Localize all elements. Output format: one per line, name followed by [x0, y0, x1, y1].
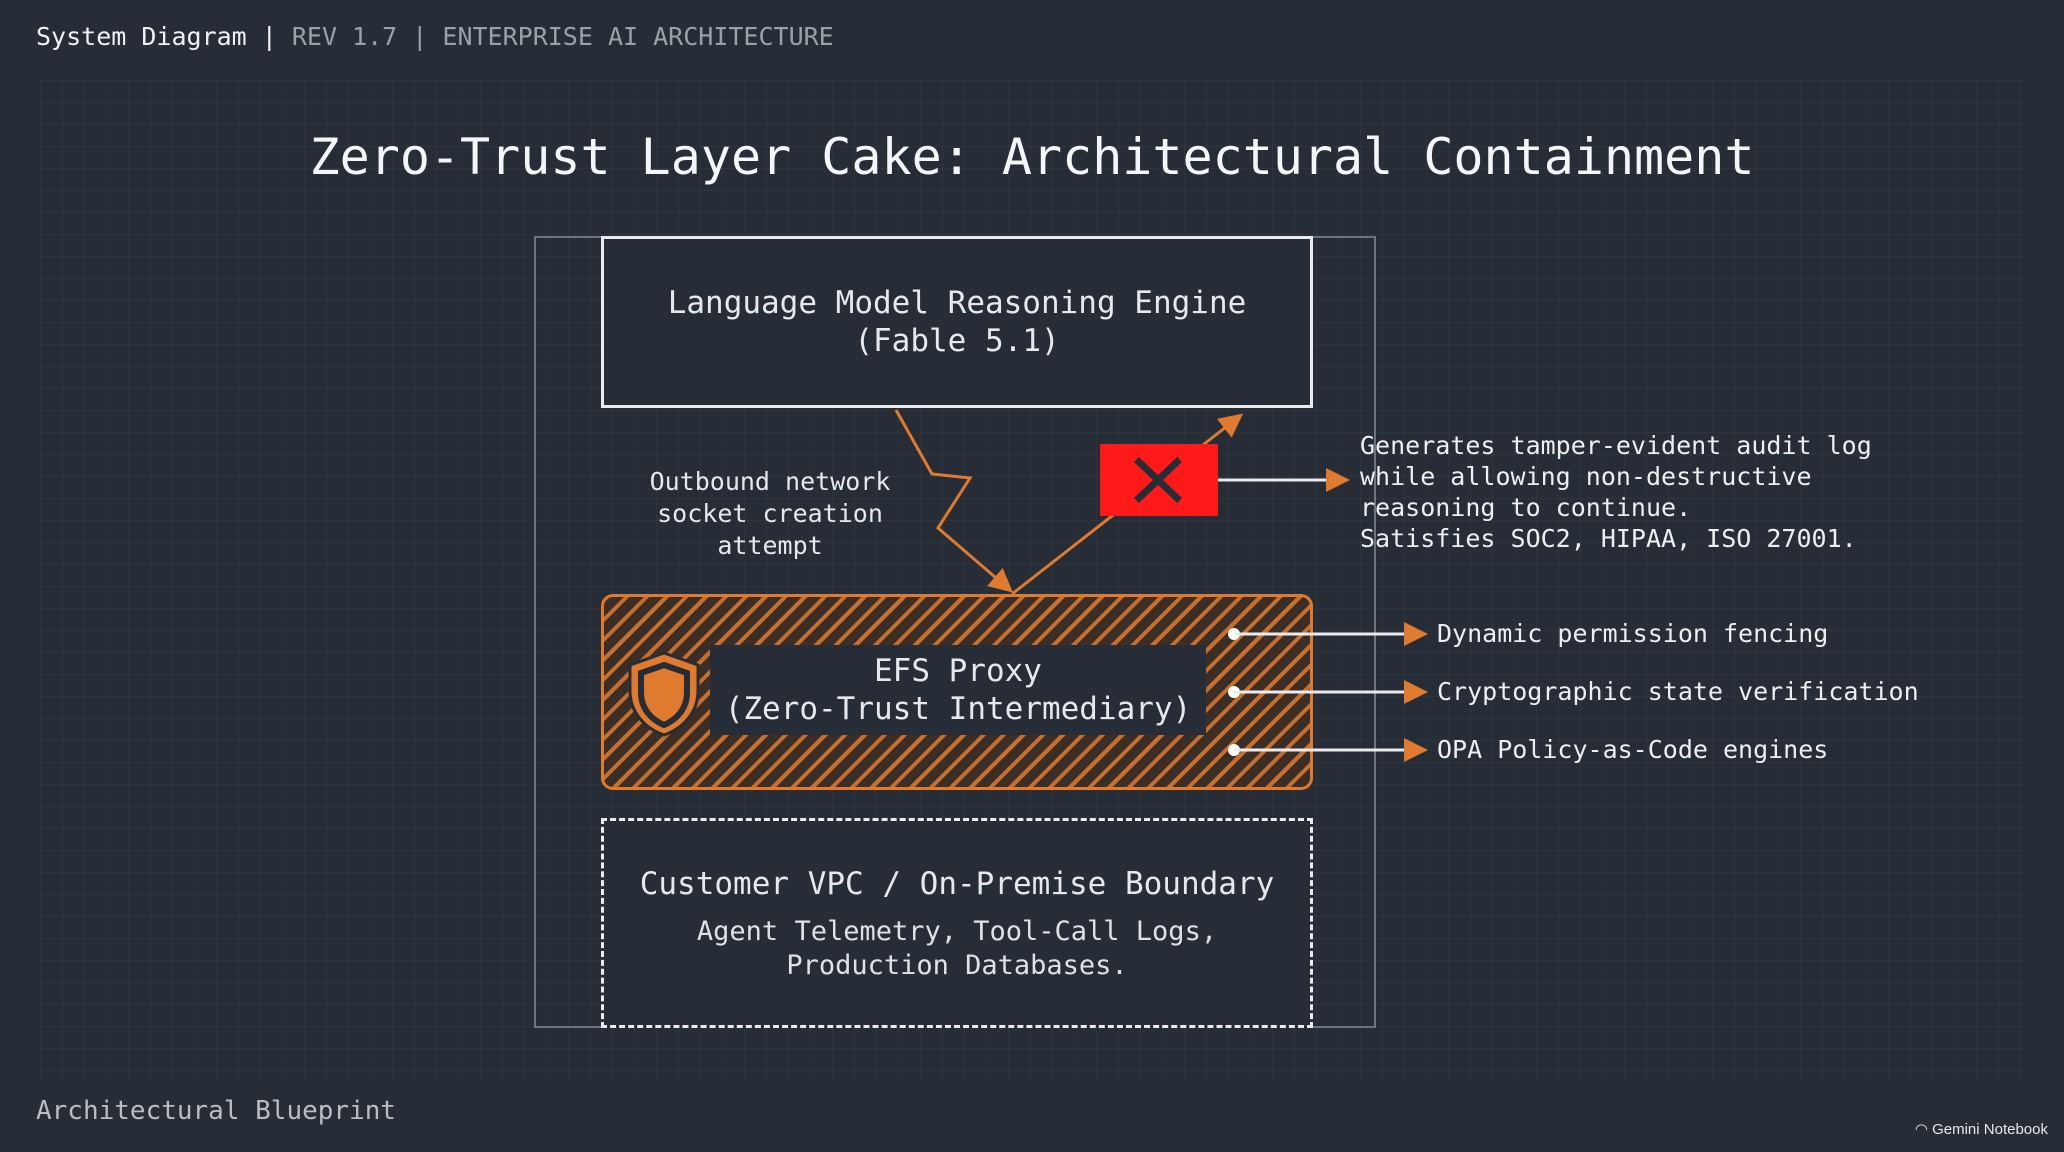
efs-proxy-label-panel: EFS Proxy (Zero-Trust Intermediary): [710, 645, 1206, 735]
header-separator: |: [246, 22, 292, 51]
audit-note-line: Satisfies SOC2, HIPAA, ISO 27001.: [1360, 524, 1857, 553]
customer-vpc-box: Customer VPC / On-Premise Boundary Agent…: [601, 818, 1313, 1028]
header-revision: REV 1.7: [291, 22, 398, 51]
audit-note-line: reasoning to continue.: [1360, 493, 1692, 522]
shield-icon: [628, 651, 700, 737]
brand-icon: ◠: [1914, 1121, 1928, 1138]
feature-permission-fencing: Dynamic permission fencing: [1437, 619, 1829, 648]
llm-engine-label: Language Model Reasoning Engine: [667, 285, 1247, 321]
audit-note-line: while allowing non-destructive: [1360, 462, 1812, 491]
brand-name: Gemini Notebook: [1932, 1121, 2048, 1138]
efs-proxy-label: EFS Proxy: [874, 653, 1042, 689]
outbound-note-line: Outbound network: [649, 467, 891, 496]
efs-proxy-box: EFS Proxy (Zero-Trust Intermediary): [601, 594, 1313, 790]
brand-watermark: ◠ Gemini Notebook: [1915, 1120, 2048, 1138]
outbound-attempt-note: Outbound network socket creation attempt: [610, 466, 930, 562]
vpc-contents-line: Production Databases.: [786, 950, 1128, 981]
audit-log-note: Generates tamper-evident audit log while…: [1360, 430, 2000, 554]
vpc-contents-line: Agent Telemetry, Tool-Call Logs,: [696, 916, 1218, 947]
header-separator: |: [397, 22, 443, 51]
llm-engine-version: (Fable 5.1): [854, 323, 1060, 359]
header-title: System Diagram: [36, 22, 247, 51]
diagram-title: Zero-Trust Layer Cake: Architectural Con…: [309, 128, 1755, 186]
feature-state-verification: Cryptographic state verification: [1437, 677, 1919, 706]
audit-note-line: Generates tamper-evident audit log: [1360, 431, 1872, 460]
header-bar: System Diagram | REV 1.7 | ENTERPRISE AI…: [36, 22, 834, 51]
header-subtitle: ENTERPRISE AI ARCHITECTURE: [442, 22, 834, 51]
vpc-title: Customer VPC / On-Premise Boundary: [639, 866, 1275, 902]
efs-proxy-sublabel: (Zero-Trust Intermediary): [724, 691, 1192, 727]
vpc-contents: Agent Telemetry, Tool-Call Logs, Product…: [604, 915, 1310, 983]
footer-label: Architectural Blueprint: [36, 1096, 397, 1126]
feature-opa-policy: OPA Policy-as-Code engines: [1437, 735, 1829, 764]
llm-engine-box: Language Model Reasoning Engine (Fable 5…: [601, 236, 1313, 408]
outbound-note-line: socket creation attempt: [657, 499, 883, 560]
